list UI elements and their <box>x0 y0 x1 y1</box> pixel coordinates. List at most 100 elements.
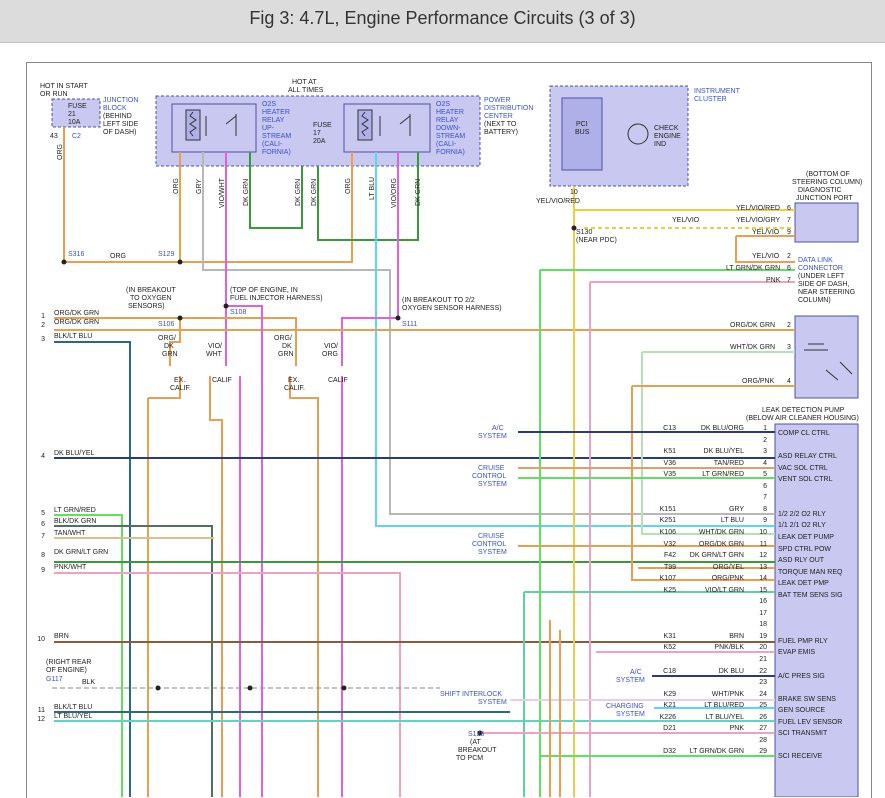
pdc-hot-2: ALL TIMES <box>288 87 324 94</box>
up-relay-5: STREAM <box>262 133 291 140</box>
left-row-num: 9 <box>41 567 45 574</box>
pcm-row-pin: 18 <box>759 621 767 628</box>
pcm-row-wire: WHT/DK GRN <box>699 529 744 536</box>
dlc-label-2: CONNECTOR <box>798 265 843 272</box>
pcm-row-pin: 5 <box>763 471 767 478</box>
pcm-row-code: T99 <box>664 564 676 571</box>
hot-label-2: OR RUN <box>40 91 68 98</box>
cluster-label-1: INSTRUMENT <box>694 88 741 95</box>
breakout2-2: FUEL INJECTOR HARNESS) <box>230 295 323 302</box>
pcm-row-code: K21 <box>664 702 677 709</box>
pcm-row-code: K106 <box>660 529 676 536</box>
pcm-row-code: K151 <box>660 506 676 513</box>
jb-label-1: JUNCTION <box>103 97 138 104</box>
wire-row9-pnk-wht <box>54 572 401 797</box>
jb-label-2: BLOCK <box>103 105 127 112</box>
pcm-row-code: K31 <box>664 633 677 640</box>
left-row-num: 6 <box>41 521 45 528</box>
pcm-row-function: VENT SOL CTRL <box>778 476 833 483</box>
dlc-row1-pin: 2 <box>787 253 791 260</box>
left-row-num: 1 <box>41 313 45 320</box>
pcm-row-function: SPD CTRL POW <box>778 546 831 553</box>
pcm-row-pin: 20 <box>759 644 767 651</box>
figure-title: Fig 3: 4.7L, Engine Performance Circuits… <box>249 8 636 28</box>
wire-row6-blk-dk-grn <box>54 525 213 797</box>
cruise1-2: CONTROL <box>472 473 506 480</box>
calif1-ex-2: CALIF. <box>170 385 191 392</box>
s130-1: S130 <box>576 229 592 236</box>
ldp-row2-pin: 3 <box>787 344 791 351</box>
pcm-row-wire: PNK <box>730 725 745 732</box>
up-relay-6: (CALI- <box>262 141 283 148</box>
pci-2: BUS <box>575 129 590 136</box>
wire-org-s106 <box>169 318 181 366</box>
s111: S111 <box>402 321 417 328</box>
pcm-row-wire: DK GRN/LT GRN <box>690 552 744 559</box>
pcm-row-function: EVAP EMIS <box>778 649 815 656</box>
calif1-vio-2: WHT <box>206 351 223 358</box>
fuse17-l1: FUSE <box>313 122 332 129</box>
pcm-row-pin: 3 <box>763 448 767 455</box>
left-row-num: 4 <box>41 453 45 460</box>
ldp-internals <box>804 343 853 381</box>
up-relay-7: FORNIA) <box>262 149 291 156</box>
calif2-org-2: DK <box>282 343 292 350</box>
dlc-label-3: (UNDER LEFT <box>798 273 845 280</box>
s125-3: BREAKOUT <box>458 747 497 754</box>
fuse17-l2: 17 <box>313 130 321 137</box>
left-row-num: 7 <box>41 533 45 540</box>
calif2-ex-2: CALIF. <box>284 385 305 392</box>
ac1-2: SYSTEM <box>478 433 507 440</box>
wire-row3-blk-lt-blu <box>54 341 131 797</box>
pcm-row-pin: 2 <box>763 437 767 444</box>
left-row-num: 10 <box>37 636 45 643</box>
pcm-row-wire: LT BLU <box>721 517 744 524</box>
relay-upstream-internals <box>185 109 237 141</box>
left-row-wire: DK BLU/YEL <box>54 450 95 457</box>
pcm-row-function: 1/2 2/2 O2 RLY <box>778 511 826 518</box>
pcm-row-code: K226 <box>660 714 676 721</box>
dlc-row3-pin: 7 <box>787 277 791 284</box>
calif1-org-3: GRN <box>162 351 178 358</box>
calif2-org-1: ORG/ <box>274 335 292 342</box>
pcm-row-wire: LT BLU/YEL <box>706 714 744 721</box>
pcm-row-pin: 9 <box>763 517 767 524</box>
pcm-row-code: C13 <box>663 425 676 432</box>
fuse21-l3: 10A <box>68 119 81 126</box>
left-row-num: 11 <box>38 707 45 714</box>
cruise2-2: CONTROL <box>472 541 506 548</box>
pcm-row-pin: 26 <box>759 714 767 721</box>
splice-dots <box>61 225 577 736</box>
junction-block <box>51 98 101 128</box>
check-2: ENGINE <box>654 133 681 140</box>
hot-label-1: HOT IN START <box>40 83 89 90</box>
s125-2: (AT <box>470 739 481 746</box>
pcm-connector <box>774 423 859 797</box>
wire-yel-vio-port9 <box>735 235 795 263</box>
diagnostic-junction-port <box>794 202 859 243</box>
pcm-row-pin: 13 <box>759 564 767 571</box>
pcm-row-pin: 23 <box>759 679 767 686</box>
pcm-row-function: A/C PRES SIG <box>778 673 825 680</box>
pcm-row-pin: 1 <box>763 425 767 432</box>
leak-detection-pump <box>794 315 859 399</box>
calif2-vio-2: ORG <box>322 351 338 358</box>
pcm-row-code: K52 <box>664 644 677 651</box>
cruise1-3: SYSTEM <box>478 481 507 488</box>
dn-relay-1: O2S <box>436 101 450 108</box>
pdc-wire-2: GRY <box>196 179 203 194</box>
pcm-row-wire: GRY <box>729 506 744 513</box>
dlc-row2-wire: LT GRN/DK GRN <box>726 265 780 272</box>
pcm-row-code: K51 <box>664 448 677 455</box>
pcm-row-pin: 8 <box>763 506 767 513</box>
port-label-1: (BOTTOM OF <box>806 171 850 178</box>
pcm-row-code: C18 <box>663 668 676 675</box>
pcm-row-wire: LT GRN/DK GRN <box>690 748 744 755</box>
wire-wht-dk-grn <box>641 351 795 535</box>
up-relay-2: HEATER <box>262 109 290 116</box>
pdc-wire-10: DK GRN <box>415 179 422 206</box>
pcm-row-function: VAC SOL CTRL <box>778 465 828 472</box>
wire-lt-blu <box>375 152 775 527</box>
left-row-wire: BLK/LT BLU <box>54 704 92 711</box>
